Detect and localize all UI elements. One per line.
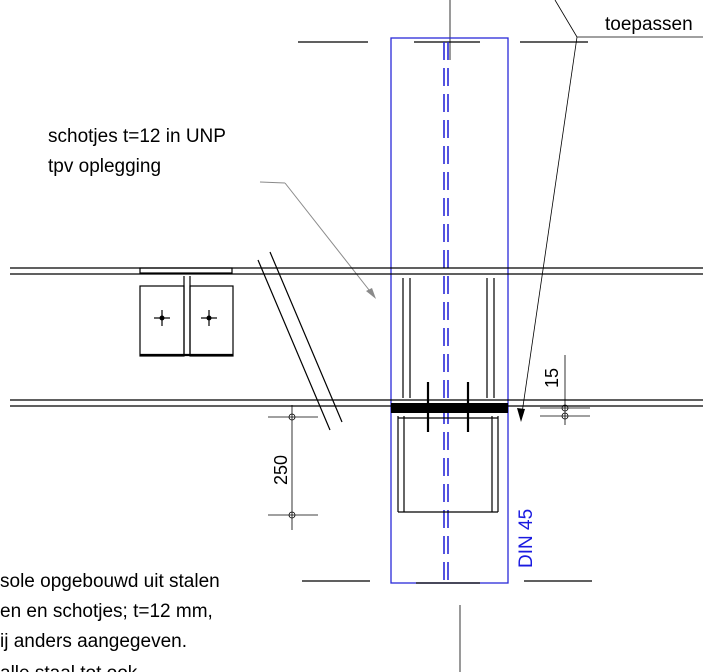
- note-line-2: en en schotjes; t=12 mm,: [0, 601, 213, 622]
- toepassen-callout: toepassen: [517, 0, 703, 422]
- top-section-lines: [298, 0, 588, 60]
- note-line-4: alle staal tot ook ...: [0, 663, 158, 672]
- console-plates: [391, 278, 508, 513]
- column-din45: [390, 37, 509, 584]
- dimension-15-label: 15: [542, 368, 562, 388]
- dimension-250-label: 250: [271, 455, 291, 485]
- toepassen-label: toepassen: [605, 14, 693, 35]
- i-profile-section: [139, 267, 234, 357]
- break-lines: [257, 251, 343, 431]
- arrow-head: [517, 408, 525, 422]
- dimension-15: 15: [540, 355, 590, 425]
- dimension-250: 250: [268, 405, 318, 530]
- leader-arrow: [366, 288, 376, 299]
- schotjes-callout: schotjes t=12 in UNP tpv oplegging: [48, 126, 376, 299]
- note-text: sole opgebouwd uit stalen en en schotjes…: [0, 571, 220, 672]
- bottom-section-lines: [302, 580, 592, 672]
- note-line-3: ij anders aangegeven.: [0, 631, 187, 652]
- horizontal-beams: [10, 267, 703, 407]
- bolt-right: [201, 310, 217, 326]
- note-line-1: sole opgebouwd uit stalen: [0, 571, 220, 592]
- schotjes-label-line2: tpv oplegging: [48, 156, 161, 177]
- bolt-left: [154, 310, 170, 326]
- schotjes-label-line1: schotjes t=12 in UNP: [48, 126, 226, 147]
- din45-label: DIN 45: [516, 509, 537, 568]
